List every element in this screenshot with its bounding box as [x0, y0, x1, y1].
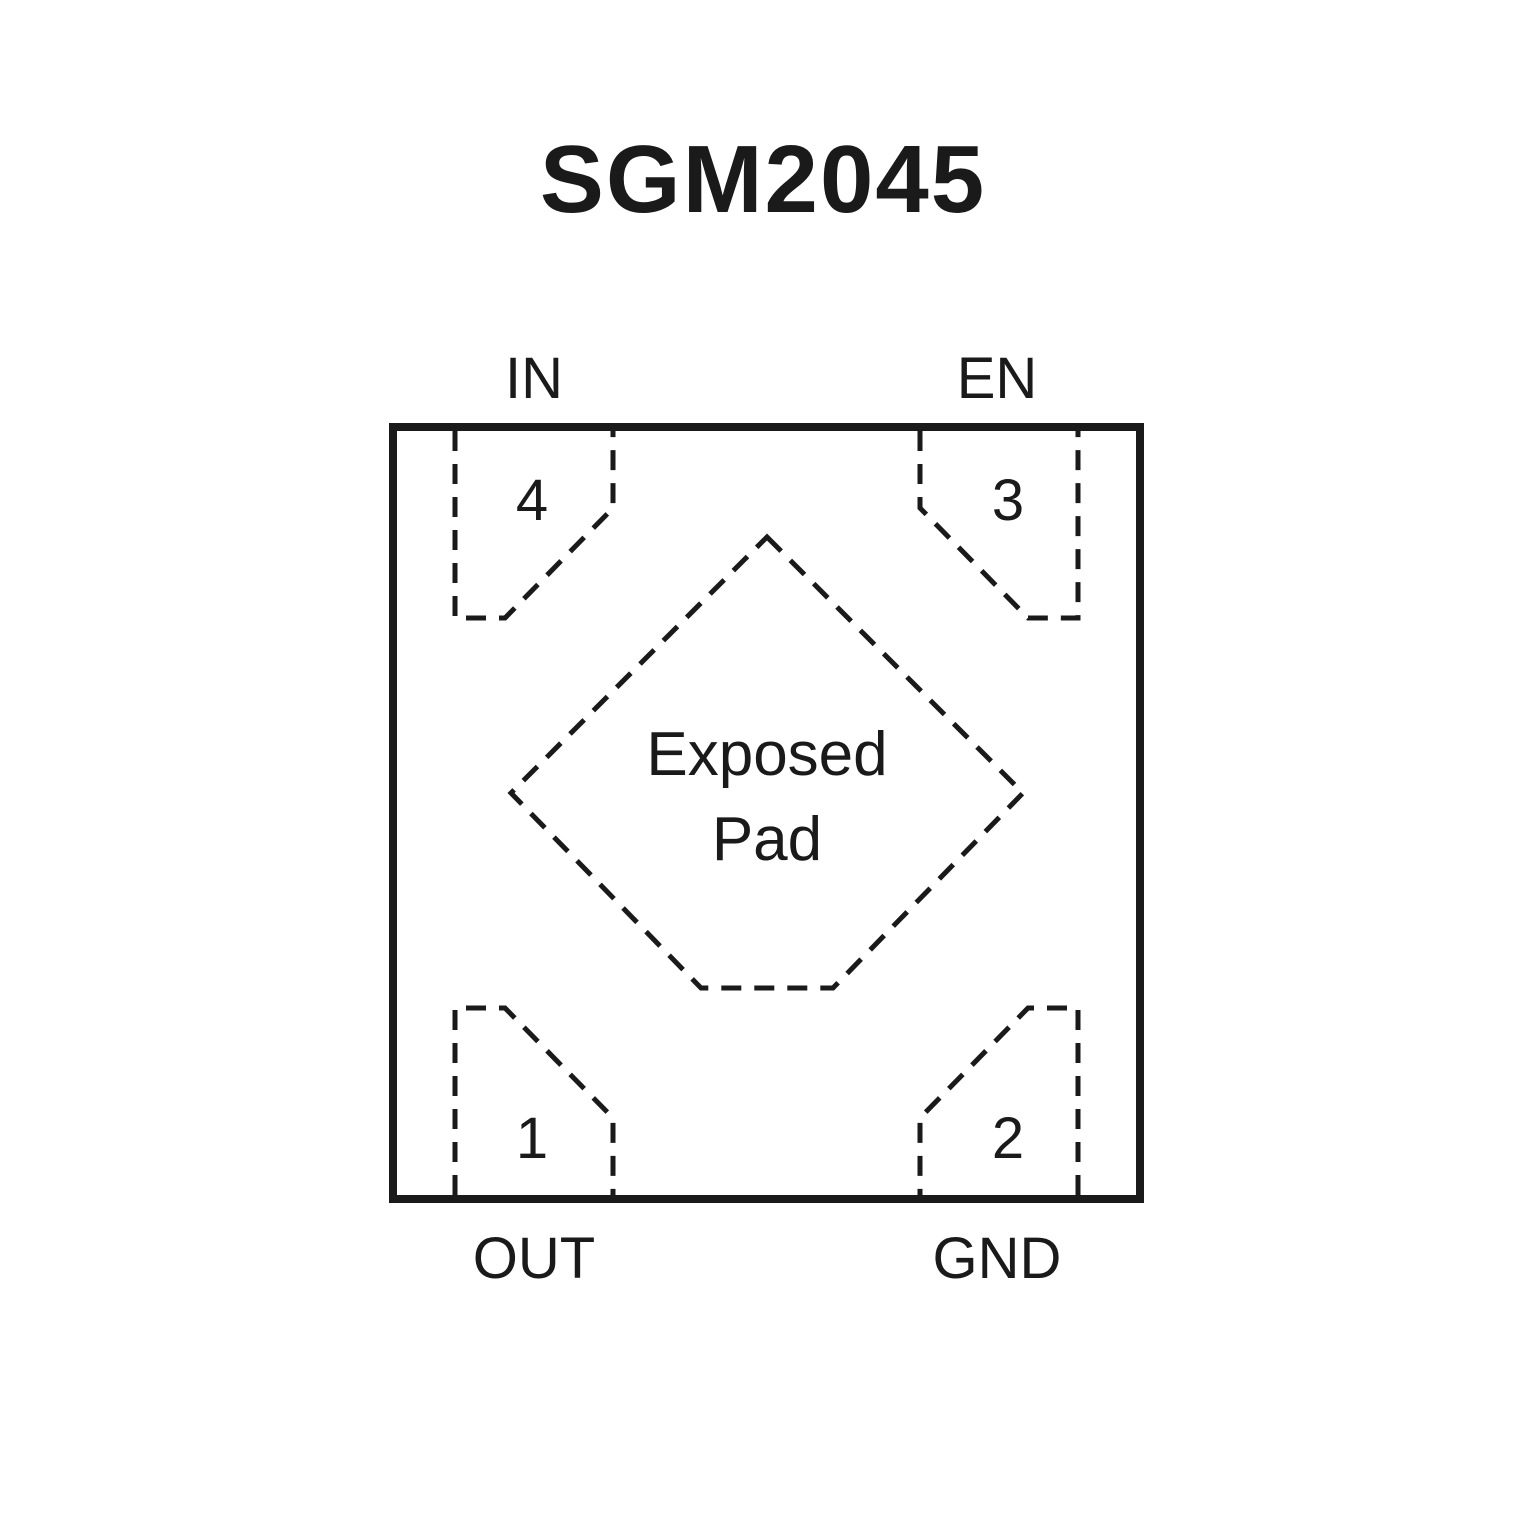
- exposed-pad-outline: [507, 533, 1027, 991]
- pin-4-shape: [452, 431, 616, 621]
- pin-1-shape: [452, 1005, 616, 1195]
- exposed-pad-label-line2: Pad: [712, 805, 822, 874]
- pin-3-label-en: EN: [957, 346, 1038, 411]
- pin-2-number: 2: [992, 1106, 1024, 1171]
- pin-1-number: 1: [516, 1106, 548, 1171]
- exposed-pad-label-line1: Exposed: [646, 720, 887, 789]
- pin-2-label-gnd: GND: [933, 1226, 1062, 1291]
- part-title: SGM2045: [540, 126, 986, 233]
- pin-3-number: 3: [992, 468, 1024, 533]
- pin-4-number: 4: [516, 468, 548, 533]
- pin-3-shape: [917, 431, 1081, 621]
- pin-4-label-in: IN: [505, 346, 563, 411]
- package-outline: [389, 423, 1144, 1203]
- pin-2-shape: [917, 1005, 1081, 1195]
- pin-1-label-out: OUT: [473, 1226, 595, 1291]
